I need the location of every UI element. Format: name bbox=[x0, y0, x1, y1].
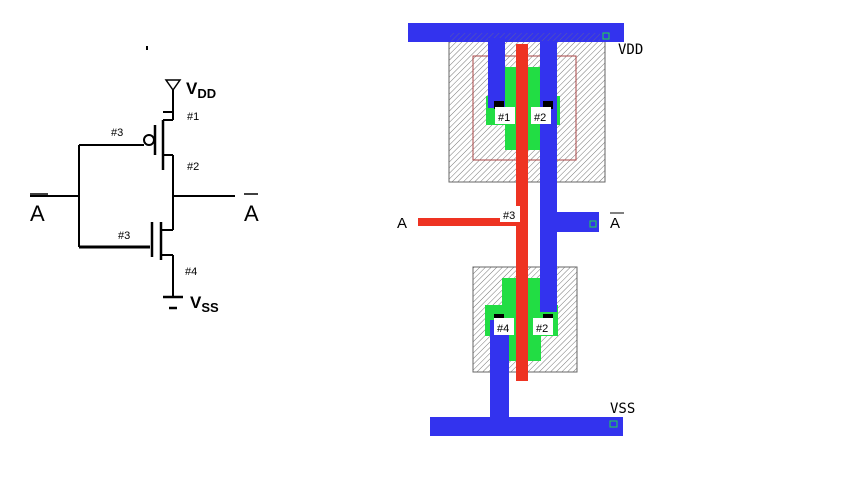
node4-label: #4 bbox=[185, 266, 197, 278]
vss-rail bbox=[430, 417, 623, 436]
node2-label: #2 bbox=[187, 161, 199, 173]
input-label: A bbox=[30, 201, 45, 226]
contact-2-bottom-label: #2 bbox=[536, 323, 548, 335]
vdd-strap bbox=[488, 38, 505, 108]
poly-gate bbox=[516, 44, 528, 381]
contact-3-box bbox=[500, 206, 520, 222]
contact-3-label: #3 bbox=[503, 210, 515, 222]
vss-pin bbox=[609, 420, 618, 428]
contact-4-box bbox=[494, 318, 514, 335]
output-pin bbox=[589, 220, 597, 228]
output-metal bbox=[540, 42, 557, 312]
contact-2-bottom-box bbox=[533, 318, 553, 335]
output-label: A bbox=[244, 201, 259, 226]
contact-1 bbox=[494, 101, 504, 109]
vdd-label: VDD bbox=[186, 79, 216, 101]
node3-top-label: #3 bbox=[111, 127, 123, 139]
poly-input bbox=[418, 218, 528, 226]
schematic bbox=[30, 46, 258, 310]
layout-vdd-label: VDD bbox=[618, 42, 643, 58]
vdd-symbol bbox=[164, 79, 182, 92]
vdd-pin bbox=[602, 32, 610, 40]
contact-1-box bbox=[495, 107, 515, 124]
stray-mark bbox=[146, 46, 148, 50]
layout bbox=[408, 23, 624, 436]
vdd-rail-hatch bbox=[450, 33, 600, 41]
vss-label: VSS bbox=[190, 293, 219, 315]
layout-output-label: A bbox=[610, 215, 620, 232]
contact-2-top bbox=[543, 101, 553, 109]
vss-strap bbox=[490, 320, 509, 430]
layout-vss-label: VSS bbox=[610, 401, 635, 417]
contact-1-label: #1 bbox=[498, 112, 510, 124]
contact-2-top-box bbox=[531, 107, 551, 124]
pmos-bubble bbox=[143, 134, 155, 146]
contact-2-top-label: #2 bbox=[534, 112, 546, 124]
layout-input-label: A bbox=[397, 215, 407, 232]
node3-bottom-label: #3 bbox=[118, 230, 130, 242]
node1-label: #1 bbox=[187, 111, 199, 123]
output-metal-stub bbox=[540, 212, 599, 232]
contact-4-label: #4 bbox=[497, 323, 509, 335]
